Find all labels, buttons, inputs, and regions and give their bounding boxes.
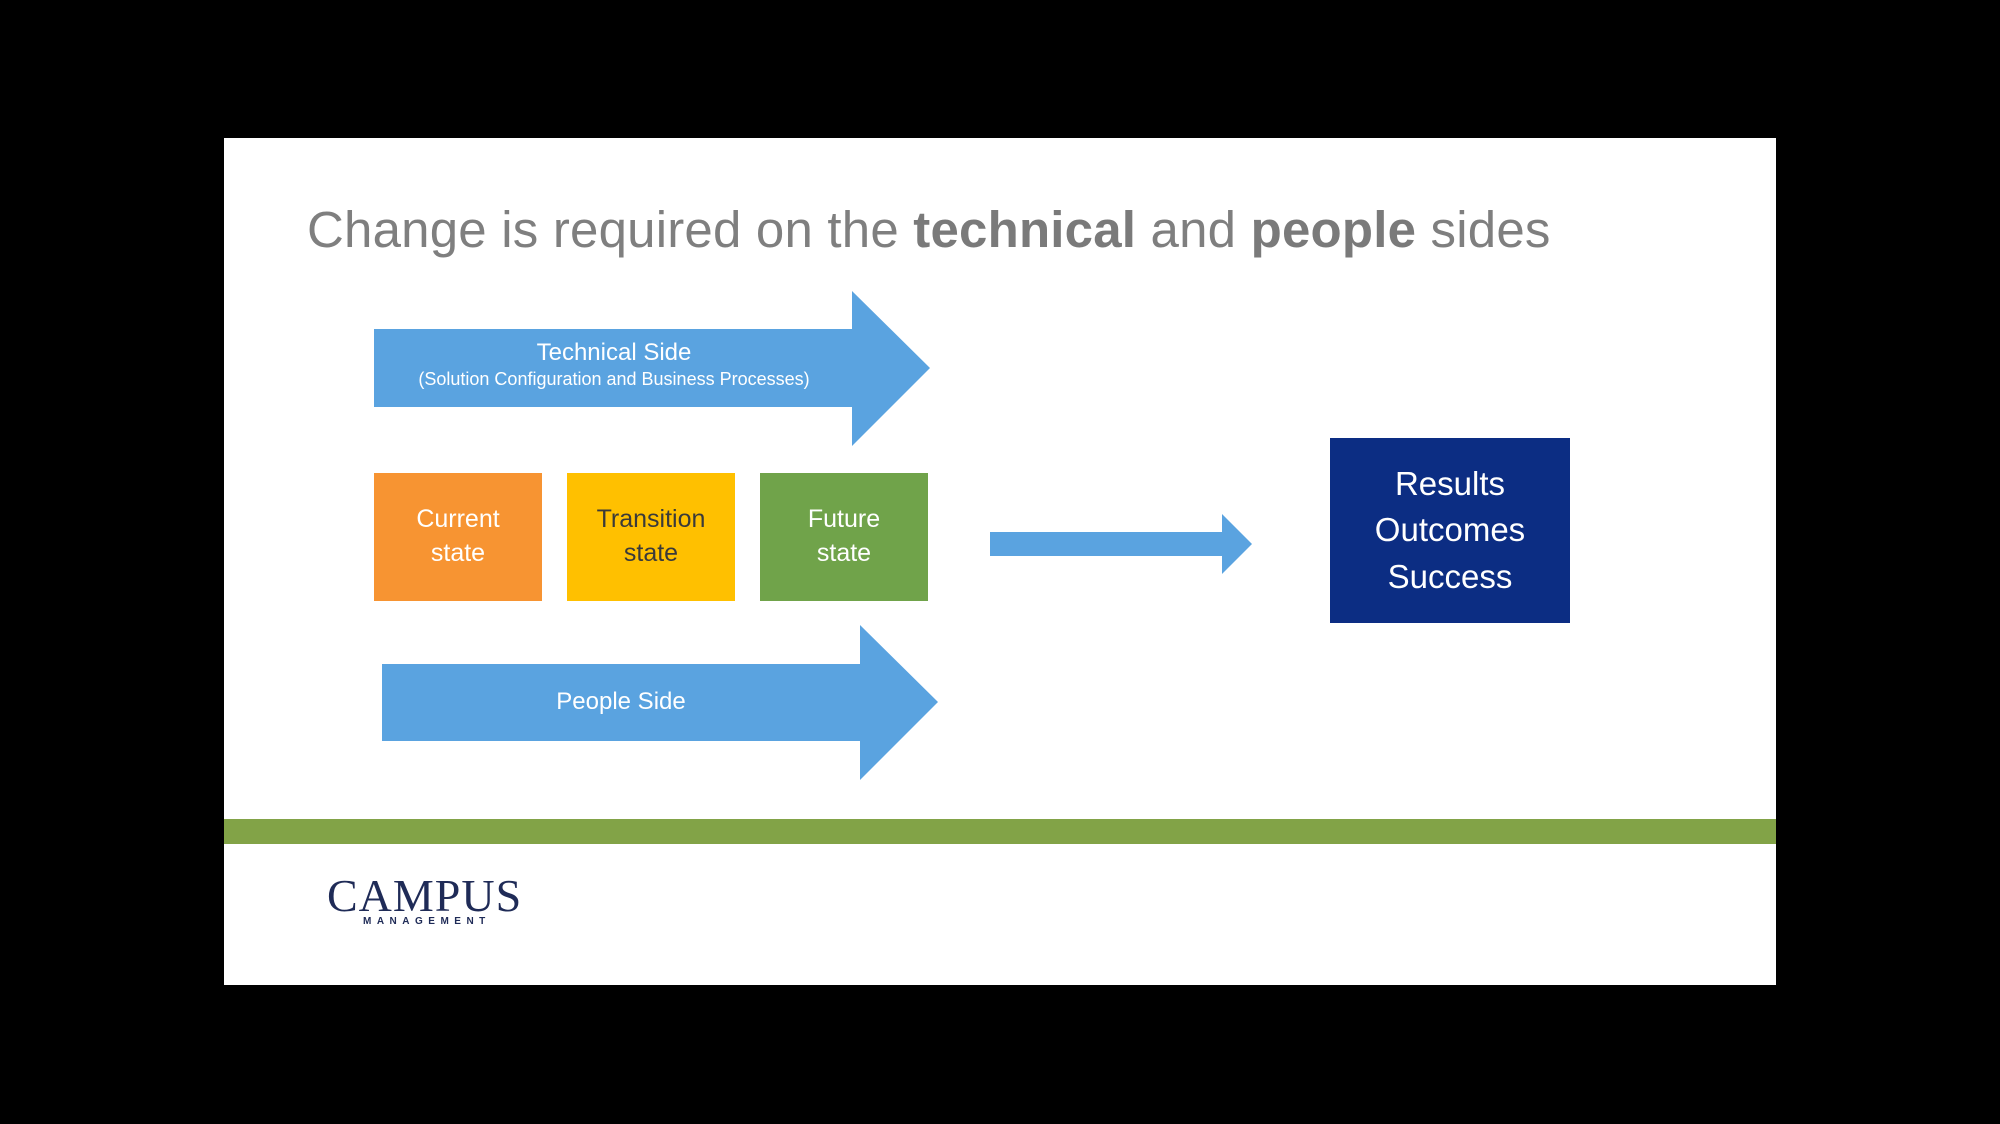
future-state-box: Future state <box>760 473 928 601</box>
current-state-line1: Current <box>416 505 500 534</box>
transition-state-box: Transition state <box>567 473 735 601</box>
people-side-arrow <box>382 625 938 780</box>
technical-side-title: Technical Side <box>536 339 692 366</box>
title-bold-people: people <box>1250 201 1417 258</box>
transition-state-line2: state <box>623 539 679 567</box>
outcomes-line: Outcomes <box>1374 511 1526 549</box>
people-side-label: People Side <box>382 687 860 717</box>
success-line: Success <box>1387 557 1513 595</box>
technical-side-subtitle: (Solution Configuration and Business Pro… <box>418 369 810 389</box>
title-prefix: Change is required on the <box>307 201 914 258</box>
future-state-line1: Future <box>807 505 881 534</box>
results-arrow <box>990 514 1252 574</box>
slide: Change is required on the technical and … <box>224 138 1776 985</box>
title-suffix: sides <box>1416 201 1551 258</box>
logo-word: CAMPUS <box>327 870 523 921</box>
people-side-title: People Side <box>556 688 686 715</box>
campus-management-logo: CAMPUS MANAGEMENT <box>327 870 523 928</box>
current-state-line2: state <box>430 539 486 567</box>
accent-bar <box>224 819 1776 844</box>
transition-state-line1: Transition <box>596 505 706 534</box>
title-middle: and <box>1136 201 1251 258</box>
results-box: Results Outcomes Success <box>1330 438 1570 623</box>
future-state-line2: state <box>816 539 872 567</box>
title-bold-technical: technical <box>913 201 1137 258</box>
current-state-box: Current state <box>374 473 542 601</box>
slide-title: Change is required on the technical and … <box>307 200 1551 259</box>
results-line: Results <box>1394 465 1506 503</box>
technical-side-arrow <box>374 291 930 446</box>
technical-side-label: Technical Side (Solution Configuration a… <box>374 338 854 391</box>
logo-tagline: MANAGEMENT <box>363 916 491 927</box>
